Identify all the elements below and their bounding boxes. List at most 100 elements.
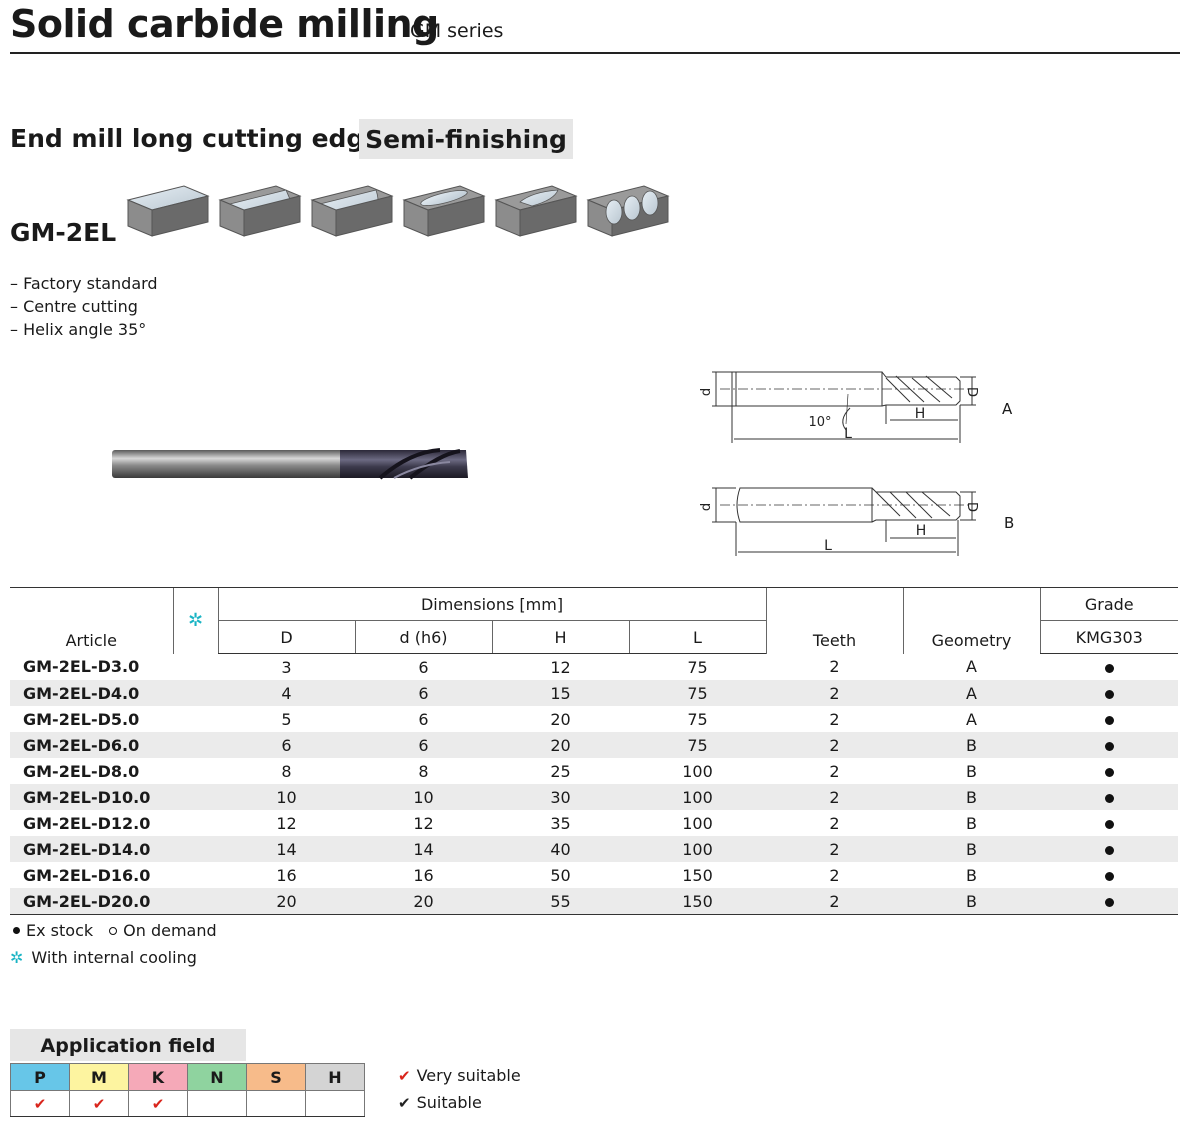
feature-item: – Centre cutting (10, 297, 138, 316)
l-cell: 100 (629, 784, 766, 810)
dim-D-label: D (964, 387, 979, 397)
snowflake-icon: ✲ (187, 610, 204, 632)
geometry-cell: B (903, 732, 1040, 758)
teeth-cell: 2 (766, 680, 903, 706)
material-p-check: ✔ (10, 1090, 70, 1117)
dim-d-label: d (700, 503, 714, 511)
cooling-cell (173, 888, 218, 915)
geometry-cell: A (966, 657, 977, 677)
teeth-cell: 2 (829, 709, 840, 729)
col-L: L (628, 620, 766, 654)
article-cell: GM-2EL-D6.0 (10, 732, 173, 758)
article-cell: GM-2EL-D14.0 (10, 836, 173, 862)
red-check-icon: ✔ (33, 1095, 47, 1113)
grade-cell (1040, 862, 1178, 888)
l-cell: 100 (682, 813, 713, 833)
teeth-cell: 2 (829, 761, 840, 781)
shoulder-milling-icon (218, 185, 302, 237)
internal-cooling-label: With internal cooling (31, 948, 197, 967)
d-cell: 12 (276, 813, 297, 833)
col-dimensions: Dimensions [mm] (217, 587, 766, 621)
geometry-cell: B (903, 784, 1040, 810)
teeth-cell: 2 (766, 888, 903, 915)
series-label: GM series (410, 20, 504, 42)
red-check-icon: ✔ (92, 1095, 106, 1113)
application-field-title: Application field (10, 1029, 246, 1061)
geometry-cell: B (966, 761, 977, 781)
d-cell: 14 (355, 836, 492, 862)
grade-cell (1040, 732, 1178, 758)
d-cell: 6 (418, 657, 429, 677)
d-cell: 5 (281, 709, 292, 729)
red-check-icon: ✔ (151, 1095, 165, 1113)
l-cell: 150 (682, 865, 713, 885)
material-checks-row: ✔ ✔ ✔ (10, 1090, 365, 1117)
ex-stock-dot-icon (1104, 741, 1114, 751)
l-cell: 75 (629, 732, 766, 758)
dim-d-label: d (700, 388, 714, 396)
h-cell: 55 (492, 888, 629, 915)
material-p-cell: P (10, 1063, 70, 1091)
article-cell: GM-2EL-D10.0 (10, 784, 173, 810)
l-cell: 75 (687, 709, 708, 729)
d-cell: 14 (218, 836, 355, 862)
d-cell: 8 (281, 761, 292, 781)
dim-L-label: L (844, 426, 852, 442)
l-cell: 75 (629, 680, 766, 706)
dim-H-label: H (916, 523, 927, 539)
red-check-icon: ✔ (398, 1067, 411, 1085)
ex-stock-dot-icon (1104, 793, 1114, 803)
on-demand-label: On demand (123, 921, 217, 940)
d-cell: 16 (413, 865, 434, 885)
grade-cell (1040, 680, 1178, 706)
geometry-b-drawing: d D H L (700, 487, 979, 556)
article-cell: GM-2EL-D5.0 (23, 709, 140, 729)
material-n-check (187, 1090, 247, 1117)
h-cell: 20 (492, 732, 629, 758)
slot-milling-icon (310, 185, 394, 237)
article-cell: GM-2EL-D8.0 (23, 761, 140, 781)
d-cell: 3 (281, 657, 292, 677)
ex-stock-dot-icon (1104, 897, 1114, 907)
h-cell: 15 (492, 680, 629, 706)
ex-stock-dot-icon (13, 927, 20, 934)
cooling-legend: ✲ With internal cooling (10, 948, 197, 967)
very-suitable-label: Very suitable (416, 1066, 521, 1085)
article-table: Article ✲ Dimensions [mm] Teeth Geometry… (10, 587, 1178, 915)
material-k-cell: K (128, 1063, 188, 1091)
page-title: Solid carbide milling (10, 2, 439, 46)
d-cell: 12 (413, 813, 434, 833)
material-m-check: ✔ (69, 1090, 129, 1117)
ex-stock-dot-icon (1104, 715, 1114, 725)
snowflake-icon: ✲ (10, 948, 24, 967)
col-grade: Grade (1039, 587, 1178, 621)
geometry-cell: A (966, 709, 977, 729)
pocket-milling-icon (402, 185, 486, 237)
suitable-legend: ✔Suitable (398, 1093, 482, 1112)
material-k-check: ✔ (128, 1090, 188, 1117)
col-d: d (h6) (354, 620, 492, 654)
h-cell: 35 (550, 813, 571, 833)
d-cell: 6 (218, 732, 355, 758)
very-suitable-legend: ✔ Very suitable (398, 1066, 521, 1085)
geometry-b-label: B (1004, 514, 1015, 532)
teeth-cell: 2 (766, 784, 903, 810)
material-h-check (305, 1090, 365, 1117)
cooling-cell (173, 680, 218, 706)
material-n-cell: N (187, 1063, 247, 1091)
l-cell: 100 (682, 761, 713, 781)
col-grade-name: KMG303 (1039, 620, 1178, 654)
cooling-cell (173, 706, 218, 732)
grade-cell (1040, 758, 1178, 784)
